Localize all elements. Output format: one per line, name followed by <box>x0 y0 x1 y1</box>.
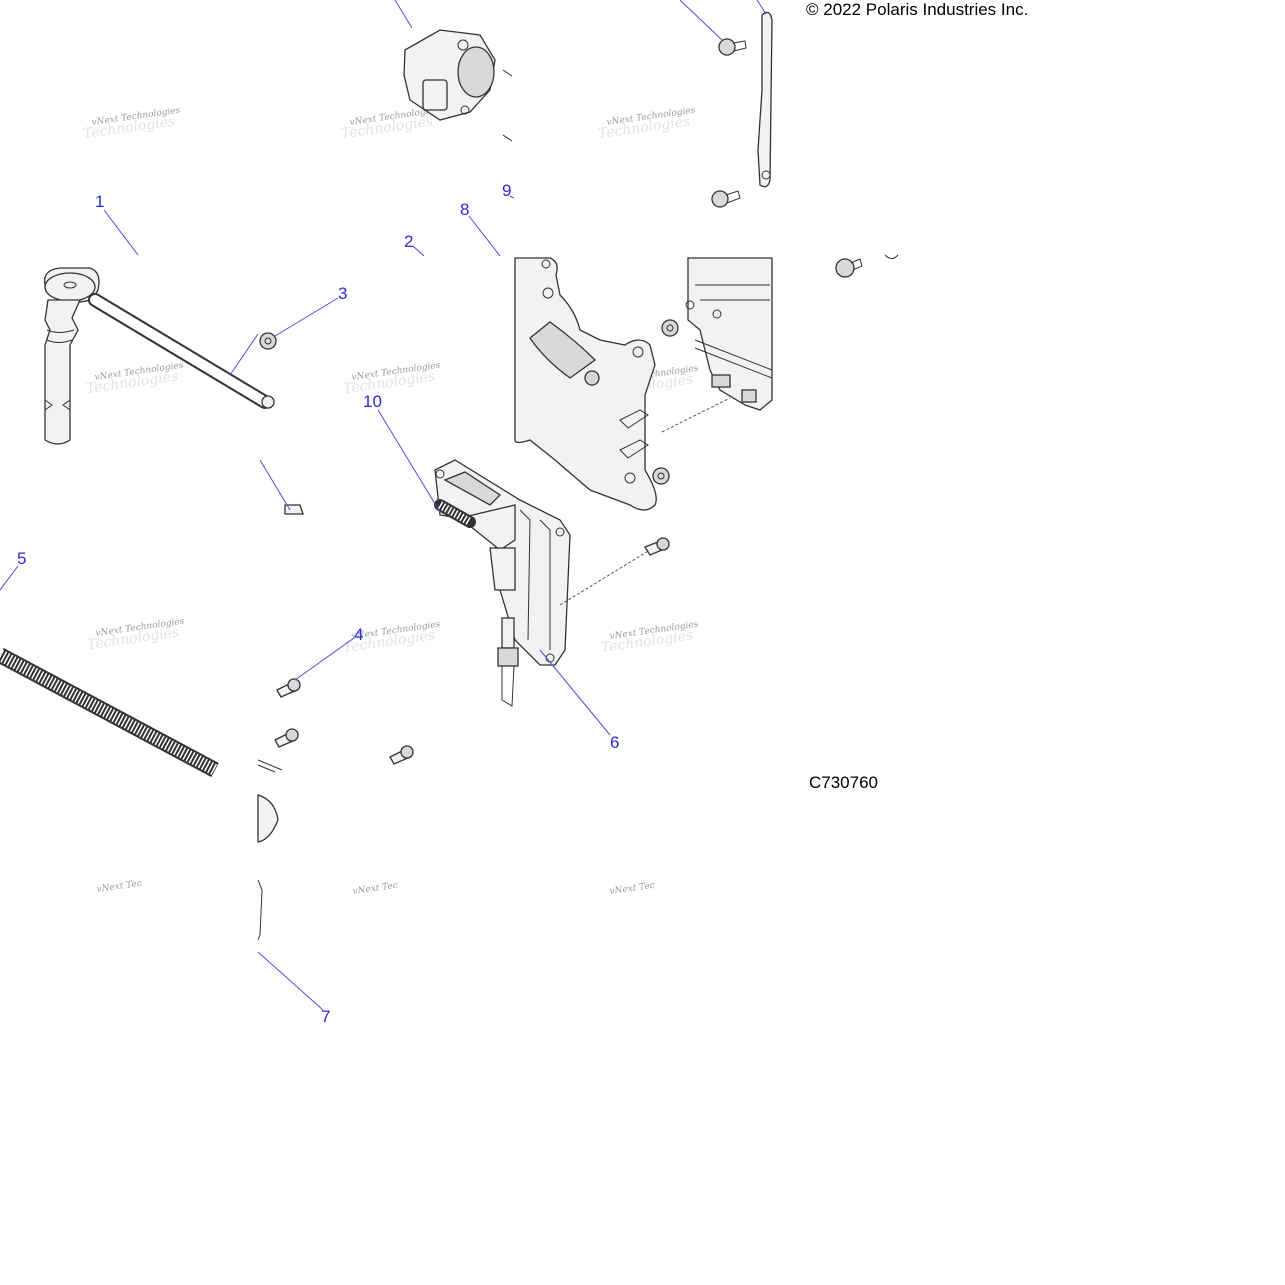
bolt <box>711 190 741 208</box>
callout-5: 5 <box>17 549 26 568</box>
ignition-coil-top <box>403 29 513 142</box>
drawing-number: C730760 <box>809 773 879 792</box>
callout-10: 10 <box>363 392 382 411</box>
bolt <box>718 38 747 56</box>
assembly-line <box>661 397 731 433</box>
spark-plug <box>497 617 519 707</box>
nut <box>652 467 670 485</box>
callout-labels: 1 2 3 4 5 6 7 8 9 10 <box>17 181 619 1026</box>
bolt <box>274 728 299 748</box>
bracket-top-right <box>757 11 773 188</box>
ignition-coil-assembly <box>434 459 571 666</box>
nut <box>259 332 277 350</box>
spring-coil <box>88 293 275 409</box>
callout-4: 4 <box>354 625 363 644</box>
copyright-text: © 2022 Polaris Industries Inc. <box>806 0 1029 19</box>
watermark-clipped: vNext Tec <box>609 881 655 897</box>
ecu-module <box>685 257 773 411</box>
fastener-fragment <box>257 504 304 941</box>
watermark-layer: Technologies vNext Technologies Technolo… <box>82 106 699 897</box>
callout-6: 6 <box>610 733 619 752</box>
watermark-clipped: vNext Tec <box>96 879 142 895</box>
bolt <box>644 537 670 556</box>
callout-2: 2 <box>404 232 413 251</box>
bolt <box>835 254 899 278</box>
bolt <box>276 678 301 698</box>
mounting-bracket <box>514 257 657 511</box>
nut <box>661 319 679 337</box>
callout-1: 1 <box>95 192 104 211</box>
callout-8: 8 <box>460 200 469 219</box>
callout-3: 3 <box>338 284 347 303</box>
callout-7: 7 <box>321 1007 330 1026</box>
leader-lines <box>0 0 767 1011</box>
spring-coil-long <box>0 647 219 778</box>
bolt <box>389 745 414 765</box>
ignition-coil-boot <box>43 267 100 445</box>
callout-9: 9 <box>502 181 511 200</box>
watermark-clipped: vNext Tec <box>352 881 398 897</box>
assembly-line <box>559 549 651 606</box>
